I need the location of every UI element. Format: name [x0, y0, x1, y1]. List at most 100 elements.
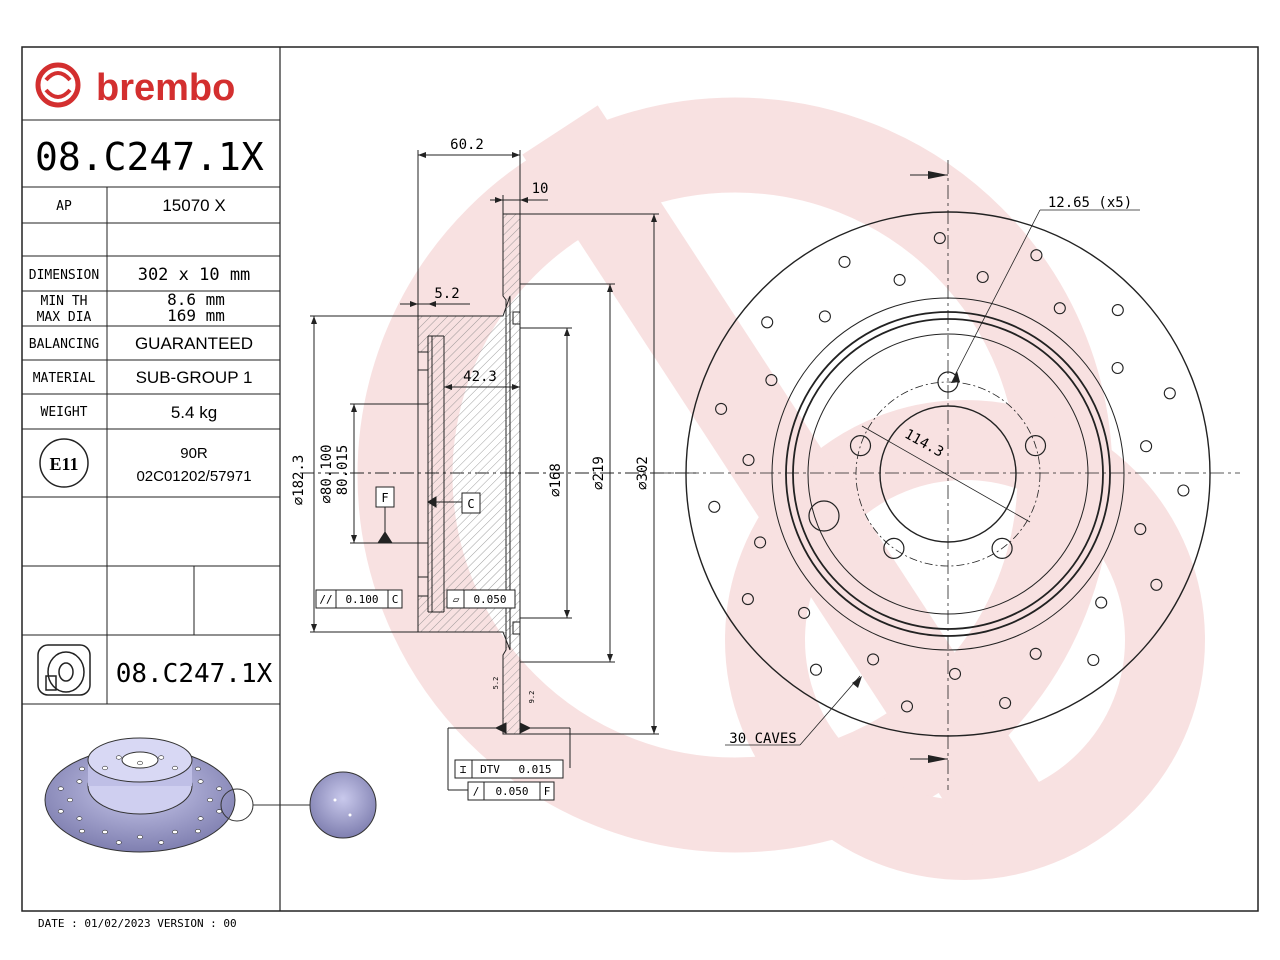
svg-text:0.015: 0.015	[518, 763, 551, 776]
disc-profile-icon	[37, 644, 91, 696]
render-hole	[207, 797, 213, 803]
cross-drilled-hole	[809, 663, 823, 676]
cross-drilled-hole	[761, 316, 774, 329]
cross-drilled-hole	[708, 500, 721, 513]
svg-text:F: F	[544, 785, 551, 798]
svg-text:/: /	[473, 785, 480, 798]
brand-wordmark: brembo	[96, 67, 235, 109]
min-th-label: MIN TH	[41, 294, 88, 309]
render-hole	[197, 816, 204, 821]
front-view	[660, 160, 1240, 790]
svg-text:F: F	[381, 491, 388, 505]
homologation-line-1: 90R	[180, 445, 208, 462]
dtv-tolerance-frame: ⌶ DTV 0.015	[454, 759, 564, 779]
drawing-frame	[21, 46, 1259, 912]
dim-width-total: 60.2	[450, 137, 484, 153]
cross-drilled-hole	[867, 653, 880, 666]
e-mark-icon: E11	[39, 438, 89, 488]
dim-dia-219: ⌀219	[591, 456, 607, 490]
cross-drilled-hole	[1087, 653, 1100, 667]
brembo-logo: brembo	[35, 62, 235, 109]
cross-drilled-hole	[798, 606, 811, 619]
weight-label: WEIGHT	[41, 405, 88, 420]
render-hole	[57, 786, 64, 791]
render-hole	[137, 834, 143, 840]
cross-drilled-hole	[948, 667, 962, 680]
cross-drilled-hole	[1150, 578, 1163, 591]
cross-drilled-hole	[1111, 361, 1124, 375]
svg-text:0.050: 0.050	[495, 785, 528, 798]
dimension-label: DIMENSION	[29, 268, 99, 283]
section-view	[300, 150, 700, 790]
cross-drilled-hole	[1029, 647, 1042, 660]
svg-text:▱: ▱	[453, 593, 460, 606]
material-value: SUB-GROUP 1	[136, 368, 253, 387]
balancing-value: GUARANTEED	[135, 334, 253, 353]
render-hole	[158, 755, 165, 760]
max-dia-value: 169 mm	[167, 306, 225, 325]
dim-hat-offset: 5.2	[434, 286, 459, 302]
cross-drilled-hole	[742, 453, 755, 467]
render-hole	[195, 828, 201, 834]
render-hole	[137, 760, 143, 766]
dimension-value: 302 x 10 mm	[138, 265, 251, 285]
svg-text:C: C	[392, 593, 399, 606]
max-dia-label: MAX DIA	[37, 310, 92, 325]
cross-drilled-hole	[1053, 302, 1066, 315]
title-block	[22, 119, 280, 705]
datum-f-box: F	[375, 486, 395, 508]
cross-drilled-hole	[976, 270, 989, 284]
render-hole	[197, 779, 204, 784]
cross-drilled-hole	[1111, 304, 1124, 317]
dim-hole-diameter: 12.65 (x5)	[1048, 195, 1132, 211]
render-hole	[216, 809, 223, 814]
svg-text:⌶: ⌶	[460, 763, 467, 776]
cross-drilled-hole	[754, 536, 767, 549]
ap-value: 15070 X	[162, 196, 225, 215]
brembo-watermark	[357, 97, 1205, 880]
cross-drilled-hole	[900, 700, 914, 713]
disc-3d-render-icon	[44, 737, 310, 853]
dim-small-5-2: 5.2	[492, 677, 500, 690]
homologation-line-2: 02C01202/57971	[136, 468, 251, 485]
dim-dia-80-upper: ⌀80.100	[319, 444, 335, 503]
ap-label: AP	[56, 199, 72, 214]
cross-drilled-hole	[1095, 596, 1108, 609]
dim-dia-168: ⌀168	[548, 463, 564, 497]
cross-drilled-hole	[1177, 484, 1190, 497]
cross-drilled-hole	[818, 310, 831, 323]
dim-dia-182: ⌀182.3	[291, 455, 307, 506]
cross-drilled-hole	[1163, 387, 1176, 400]
parallelism-tolerance-frame: // 0.100 C	[315, 589, 403, 609]
front-view-arrows	[852, 171, 960, 763]
svg-text:DTV: DTV	[480, 763, 500, 776]
cross-drilled-hole	[715, 402, 728, 415]
cross-drilled-hole	[1140, 440, 1153, 453]
dim-thickness: 10	[532, 181, 549, 197]
dim-inner-depth: 42.3	[463, 369, 497, 385]
bolt-hole	[883, 537, 905, 560]
datum-c-box: C	[461, 492, 481, 514]
bolt-hole	[849, 435, 872, 457]
render-hole	[76, 779, 83, 784]
svg-text:0.050: 0.050	[473, 593, 506, 606]
dim-small-9-2: 9.2	[528, 691, 536, 704]
cross-drilled-hole	[893, 273, 906, 286]
render-hole	[115, 840, 122, 845]
render-hole	[79, 828, 85, 834]
bolt-hole	[1024, 435, 1047, 457]
cross-drilled-hole	[741, 593, 754, 606]
render-hole	[102, 829, 108, 835]
flatness-tolerance-frame: ▱ 0.050	[446, 589, 516, 609]
runout-tolerance-frame: / 0.050 F	[448, 781, 555, 801]
render-hole	[76, 816, 83, 821]
cross-drilled-hole	[838, 255, 851, 268]
part-number-repeat: 08.C247.1X	[116, 659, 273, 689]
render-hole	[57, 809, 64, 814]
weight-value: 5.4 kg	[171, 403, 217, 422]
balancing-label: BALANCING	[29, 337, 100, 352]
material-label: MATERIAL	[33, 371, 96, 386]
render-hole	[102, 765, 108, 771]
render-hole	[172, 829, 178, 835]
